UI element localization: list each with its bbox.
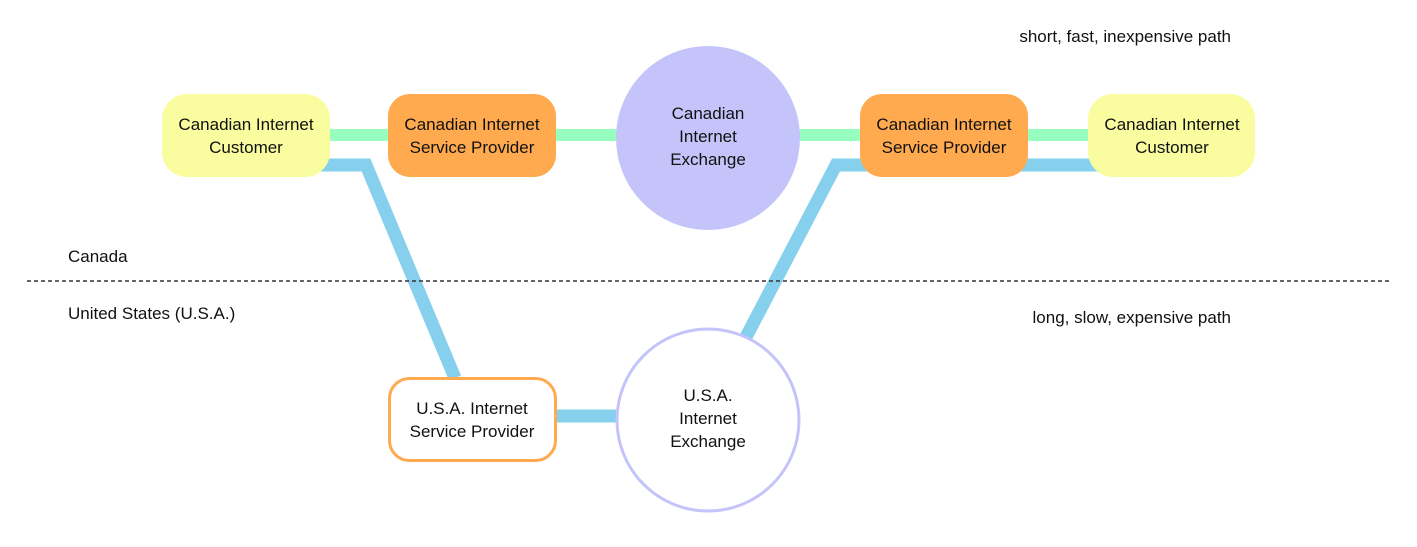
node-label: Internet bbox=[679, 409, 737, 428]
node-label: Service Provider bbox=[882, 138, 1007, 157]
node-label: Internet bbox=[679, 127, 737, 146]
node-label: Customer bbox=[209, 138, 283, 157]
node-label: Exchange bbox=[670, 150, 746, 169]
long-path-left bbox=[318, 158, 461, 381]
node-canadian-exchange: Canadian Internet Exchange bbox=[616, 46, 800, 230]
node-label: U.S.A. Internet bbox=[416, 399, 528, 418]
node-label: Exchange bbox=[670, 432, 746, 451]
node-label: Canadian Internet bbox=[876, 115, 1011, 134]
node-label: Service Provider bbox=[410, 138, 535, 157]
node-label: Service Provider bbox=[410, 422, 535, 441]
node-isp-right: Canadian Internet Service Provider bbox=[860, 94, 1028, 177]
node-label: Canadian Internet bbox=[178, 115, 313, 134]
node-us-exchange: U.S.A. Internet Exchange bbox=[615, 327, 801, 513]
node-label: Canadian Internet bbox=[404, 115, 539, 134]
usa-label: United States (U.S.A.) bbox=[68, 304, 235, 323]
node-label: Canadian bbox=[672, 104, 745, 123]
node-isp-left: Canadian Internet Service Provider bbox=[388, 94, 556, 177]
long-path-label: long, slow, expensive path bbox=[1033, 308, 1231, 327]
canada-label: Canada bbox=[68, 247, 128, 266]
node-customer-left: Canadian Internet Customer bbox=[162, 94, 330, 177]
node-us-isp: U.S.A. Internet Service Provider bbox=[388, 377, 557, 462]
node-label: U.S.A. bbox=[683, 386, 732, 405]
node-customer-right: Canadian Internet Customer bbox=[1088, 94, 1255, 177]
short-path-label: short, fast, inexpensive path bbox=[1019, 27, 1231, 46]
node-label: Customer bbox=[1135, 138, 1209, 157]
node-label: Canadian Internet bbox=[1104, 115, 1239, 134]
